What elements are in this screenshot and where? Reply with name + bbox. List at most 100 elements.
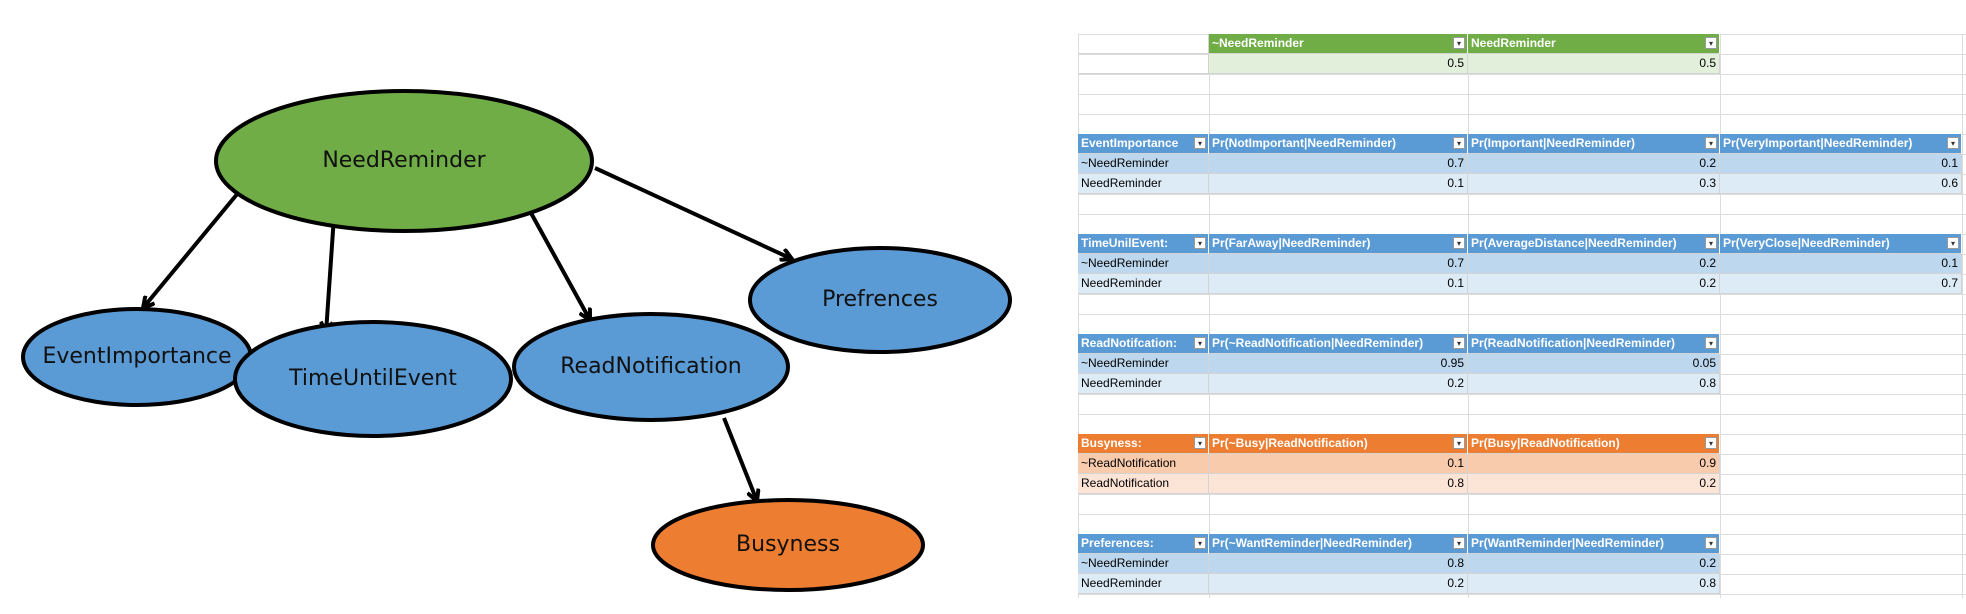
bayesian-network-diagram: NeedReminderEventImportanceTimeUntilEven… bbox=[21, 89, 1012, 592]
sheet-gridline bbox=[1078, 314, 1966, 315]
probability-cell: 0.8 bbox=[1468, 574, 1720, 594]
node-time-until-event: TimeUntilEvent bbox=[233, 320, 513, 438]
probability-cell: 0.2 bbox=[1468, 274, 1720, 294]
sheet-gridline bbox=[1078, 214, 1966, 215]
filter-dropdown-icon[interactable]: ▾ bbox=[1705, 337, 1717, 349]
probability-cell: 0.95 bbox=[1209, 354, 1468, 374]
column-header-label: ~NeedReminder bbox=[1212, 36, 1304, 50]
probability-cell: 0.9 bbox=[1468, 454, 1720, 474]
node-busyness: Busyness bbox=[651, 498, 925, 592]
filter-dropdown-icon[interactable]: ▾ bbox=[1705, 537, 1717, 549]
filter-dropdown-icon[interactable]: ▾ bbox=[1705, 137, 1717, 149]
probability-cell: 0.7 bbox=[1209, 154, 1468, 174]
cpt-table-blue: ReadNotifcation:▾Pr(~ReadNotification|Ne… bbox=[1078, 334, 1720, 394]
probability-cell: 0.5 bbox=[1468, 54, 1720, 74]
column-header-label: Pr(~Busy|ReadNotification) bbox=[1212, 436, 1368, 450]
filter-dropdown-icon[interactable]: ▾ bbox=[1453, 237, 1465, 249]
column-header-label: Pr(Busy|ReadNotification) bbox=[1471, 436, 1620, 450]
node-busyness-label: Busyness bbox=[736, 532, 840, 557]
node-read-notification: ReadNotification bbox=[512, 312, 790, 422]
probability-cell: 0.7 bbox=[1720, 274, 1962, 294]
probability-cell: 0.8 bbox=[1468, 374, 1720, 394]
row-label-cell: NeedReminder bbox=[1078, 574, 1209, 594]
filter-dropdown-icon[interactable]: ▾ bbox=[1453, 137, 1465, 149]
filter-dropdown-icon[interactable]: ▾ bbox=[1947, 237, 1959, 249]
sheet-gridline bbox=[1078, 74, 1966, 75]
column-header: NeedReminder▾ bbox=[1468, 34, 1720, 54]
filter-dropdown-icon[interactable]: ▾ bbox=[1194, 237, 1206, 249]
column-header-label: Pr(~ReadNotification|NeedReminder) bbox=[1212, 336, 1424, 350]
probability-cell: 0.2 bbox=[1209, 574, 1468, 594]
node-prefrences-shape bbox=[748, 246, 1012, 354]
filter-dropdown-icon[interactable]: ▾ bbox=[1194, 437, 1206, 449]
probability-cell: 0.5 bbox=[1209, 54, 1468, 74]
table-header-row: ReadNotifcation:▾Pr(~ReadNotification|Ne… bbox=[1078, 334, 1720, 354]
sheet-gridline bbox=[1078, 194, 1966, 195]
column-header: Pr(Busy|ReadNotification) ▾ bbox=[1468, 434, 1720, 454]
filter-dropdown-icon[interactable]: ▾ bbox=[1705, 437, 1717, 449]
sheet-gridline bbox=[1078, 514, 1966, 515]
sheet-gridline bbox=[1209, 34, 1210, 598]
sheet-gridline bbox=[1468, 34, 1469, 598]
table-header-row: ~NeedReminder ▾NeedReminder▾ bbox=[1078, 34, 1720, 54]
edge-needreminder-to-prefrences bbox=[594, 166, 792, 259]
row-label-cell: NeedReminder bbox=[1078, 174, 1209, 194]
row-label-cell: NeedReminder bbox=[1078, 374, 1209, 394]
node-time-until-event-shape bbox=[233, 320, 513, 438]
filter-dropdown-icon[interactable]: ▾ bbox=[1453, 37, 1465, 49]
filter-dropdown-icon[interactable]: ▾ bbox=[1705, 237, 1717, 249]
filter-dropdown-icon[interactable]: ▾ bbox=[1453, 437, 1465, 449]
probability-cell: 0.1 bbox=[1720, 254, 1962, 274]
column-header-label: TimeUnilEvent: bbox=[1081, 236, 1169, 250]
column-header: Pr(VeryClose|NeedReminder)▾ bbox=[1720, 234, 1962, 254]
edge-needreminder-to-timeuntilevent bbox=[326, 215, 336, 333]
row-label-cell: ~NeedReminder bbox=[1078, 254, 1209, 274]
filter-dropdown-icon[interactable]: ▾ bbox=[1947, 137, 1959, 149]
column-header: Pr(~ReadNotification|NeedReminder) ▾ bbox=[1209, 334, 1468, 354]
column-header: Pr(~Busy|ReadNotification) ▾ bbox=[1209, 434, 1468, 454]
probability-cell: 0.7 bbox=[1209, 254, 1468, 274]
sheet-gridline bbox=[1078, 414, 1966, 415]
column-header-label: Pr(Important|NeedReminder) bbox=[1471, 136, 1636, 150]
probability-cell: 0.1 bbox=[1209, 274, 1468, 294]
column-header-label: Preferences: bbox=[1081, 536, 1154, 550]
filter-dropdown-icon[interactable]: ▾ bbox=[1453, 537, 1465, 549]
column-header: Pr(Important|NeedReminder) ▾ bbox=[1468, 134, 1720, 154]
table-header-row: TimeUnilEvent: ▾ Pr(FarAway|NeedReminder) ▾… bbox=[1078, 234, 1962, 254]
filter-dropdown-icon[interactable]: ▾ bbox=[1194, 537, 1206, 549]
column-header-label: Busyness: bbox=[1081, 436, 1142, 450]
filter-dropdown-icon[interactable]: ▾ bbox=[1194, 337, 1206, 349]
node-read-notification-label: ReadNotification bbox=[560, 354, 742, 379]
table-header-row: EventImportance▾Pr(NotImportant|NeedRemi… bbox=[1078, 134, 1962, 154]
node-need-reminder-label: NeedReminder bbox=[322, 148, 486, 173]
table-header-row: Preferences: ▾ Pr(~WantReminder|NeedRemind… bbox=[1078, 534, 1720, 554]
cpt-table-blue: TimeUnilEvent: ▾ Pr(FarAway|NeedReminder) ▾… bbox=[1078, 234, 1962, 294]
edge-readnotification-to-busyness bbox=[722, 417, 757, 501]
column-header: Pr(FarAway|NeedReminder) ▾ bbox=[1209, 234, 1468, 254]
sheet-gridline bbox=[1078, 94, 1966, 95]
cpt-table-blue: EventImportance▾Pr(NotImportant|NeedRemi… bbox=[1078, 134, 1962, 194]
column-header: Preferences: ▾ bbox=[1078, 534, 1209, 554]
column-header: Pr(AverageDistance|NeedReminder)▾ bbox=[1468, 234, 1720, 254]
sheet-gridline bbox=[1720, 34, 1721, 598]
column-header-label: Pr(~WantReminder|NeedReminder) bbox=[1212, 536, 1412, 550]
filter-dropdown-icon[interactable]: ▾ bbox=[1705, 37, 1717, 49]
node-event-importance-label: EventImportance bbox=[42, 344, 231, 369]
probability-cell: 0.2 bbox=[1468, 554, 1720, 574]
column-header-label: ReadNotifcation: bbox=[1081, 336, 1177, 350]
column-header-label: Pr(FarAway|NeedReminder) bbox=[1212, 236, 1371, 250]
filter-dropdown-icon[interactable]: ▾ bbox=[1194, 137, 1206, 149]
row-label-cell: ~NeedReminder bbox=[1078, 154, 1209, 174]
probability-cell: 0.1 bbox=[1720, 154, 1962, 174]
probability-cell: 0.8 bbox=[1209, 554, 1468, 574]
probability-cell: 0.1 bbox=[1209, 454, 1468, 474]
row-label-cell bbox=[1078, 54, 1209, 74]
filter-dropdown-icon[interactable]: ▾ bbox=[1453, 337, 1465, 349]
